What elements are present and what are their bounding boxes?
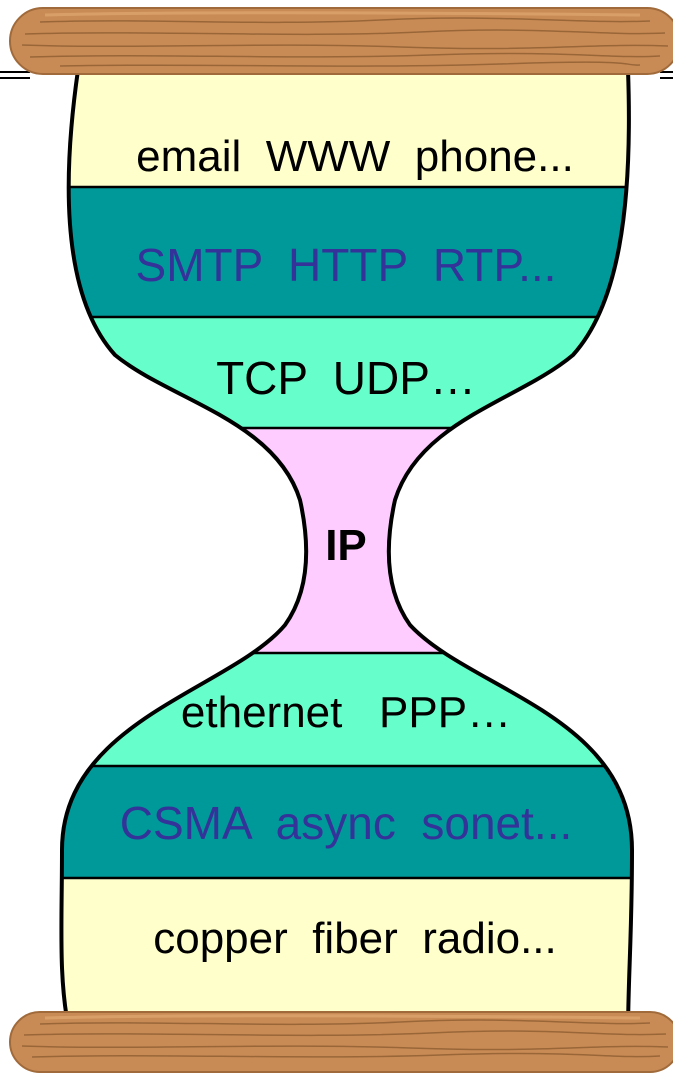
layer-band-applications xyxy=(61,70,633,187)
layer-label-transport: TCP UDP… xyxy=(216,352,476,404)
layer-label-network: IP xyxy=(325,521,367,570)
layer-label-media-access: CSMA async sonet... xyxy=(120,797,573,849)
layer-label-applications: email WWW phone... xyxy=(136,132,574,181)
layer-band-physical xyxy=(61,878,633,1035)
hourglass-outline xyxy=(59,69,635,1036)
bottom-wooden-cap xyxy=(9,1011,673,1073)
layer-band-media-access xyxy=(61,766,633,878)
edge-marks xyxy=(0,71,673,79)
layer-label-app-protocols: SMTP HTTP RTP... xyxy=(136,239,557,291)
layer-label-physical: copper fiber radio... xyxy=(153,914,557,963)
layer-band-app-protocols xyxy=(61,187,633,317)
top-wooden-cap xyxy=(9,7,673,75)
layer-label-link: ethernet PPP… xyxy=(181,688,511,737)
